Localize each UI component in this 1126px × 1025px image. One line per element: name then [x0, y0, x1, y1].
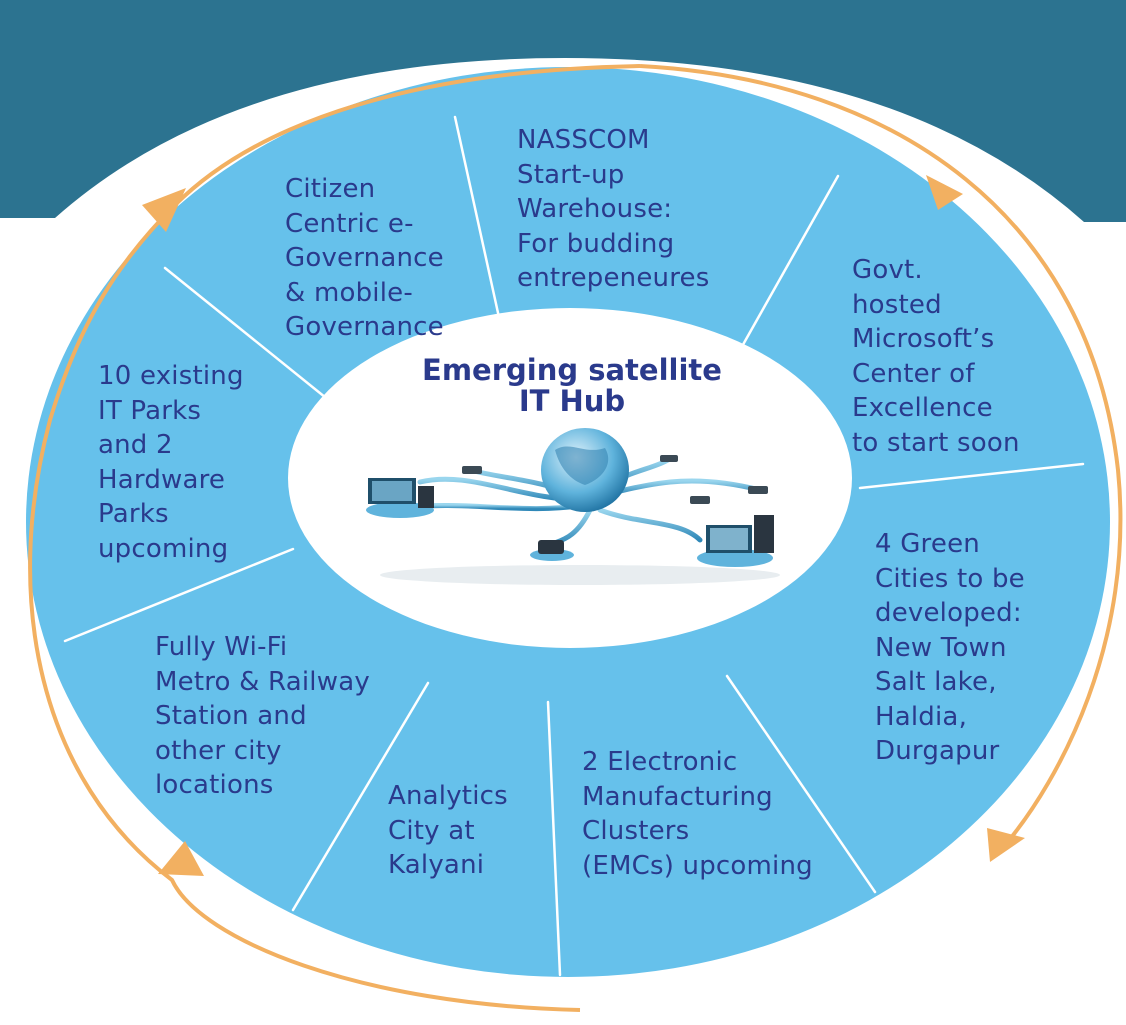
orbit-arc-left: [28, 64, 641, 1012]
desktop-computer-icon: [697, 515, 774, 567]
segment-dividers: [63, 115, 1085, 977]
divider-line: [546, 700, 562, 977]
router-icon: [462, 455, 768, 504]
arrow-top-left-icon: [142, 188, 186, 232]
orbit-cycle: [28, 64, 1123, 1012]
segment-nasscom-warehouse: NASSCOM Start-up Warehouse: For budding …: [517, 125, 710, 293]
monitor-icon: [366, 478, 434, 518]
segment-analytics-city: Analytics City at Kalyani: [388, 781, 508, 880]
divider-line: [453, 115, 502, 324]
segment-microsoft-coe: Govt. hosted Microsoft’s Center of Excel…: [852, 255, 1020, 458]
phone-icon: [530, 540, 574, 561]
segment-it-parks: 10 existing IT Parks and 2 Hardware Park…: [98, 361, 244, 564]
divider-line: [63, 547, 295, 643]
divider-line: [725, 674, 877, 894]
segment-green-cities: 4 Green Cities to be developed: New Town…: [875, 529, 1025, 766]
segment-citizen-egovernance: Citizen Centric e- Governance & mobile- …: [285, 174, 444, 342]
arrow-bottom-left-icon: [158, 841, 204, 876]
hub-title: Emerging satellite IT Hub: [422, 353, 722, 418]
divider-line: [291, 681, 430, 912]
divider-line: [163, 266, 338, 408]
segment-emc: 2 Electronic Manufacturing Clusters (EMC…: [582, 747, 813, 881]
segment-wifi: Fully Wi-Fi Metro & Railway Station and …: [155, 632, 370, 800]
arrow-top-right-icon: [926, 175, 963, 210]
network-illustration: [366, 428, 780, 585]
orbit-arc-right: [639, 64, 1123, 847]
header-band: [0, 0, 1126, 222]
divider-line: [858, 462, 1085, 490]
arrow-bottom-right-icon: [987, 828, 1025, 862]
divider-line: [738, 174, 840, 352]
